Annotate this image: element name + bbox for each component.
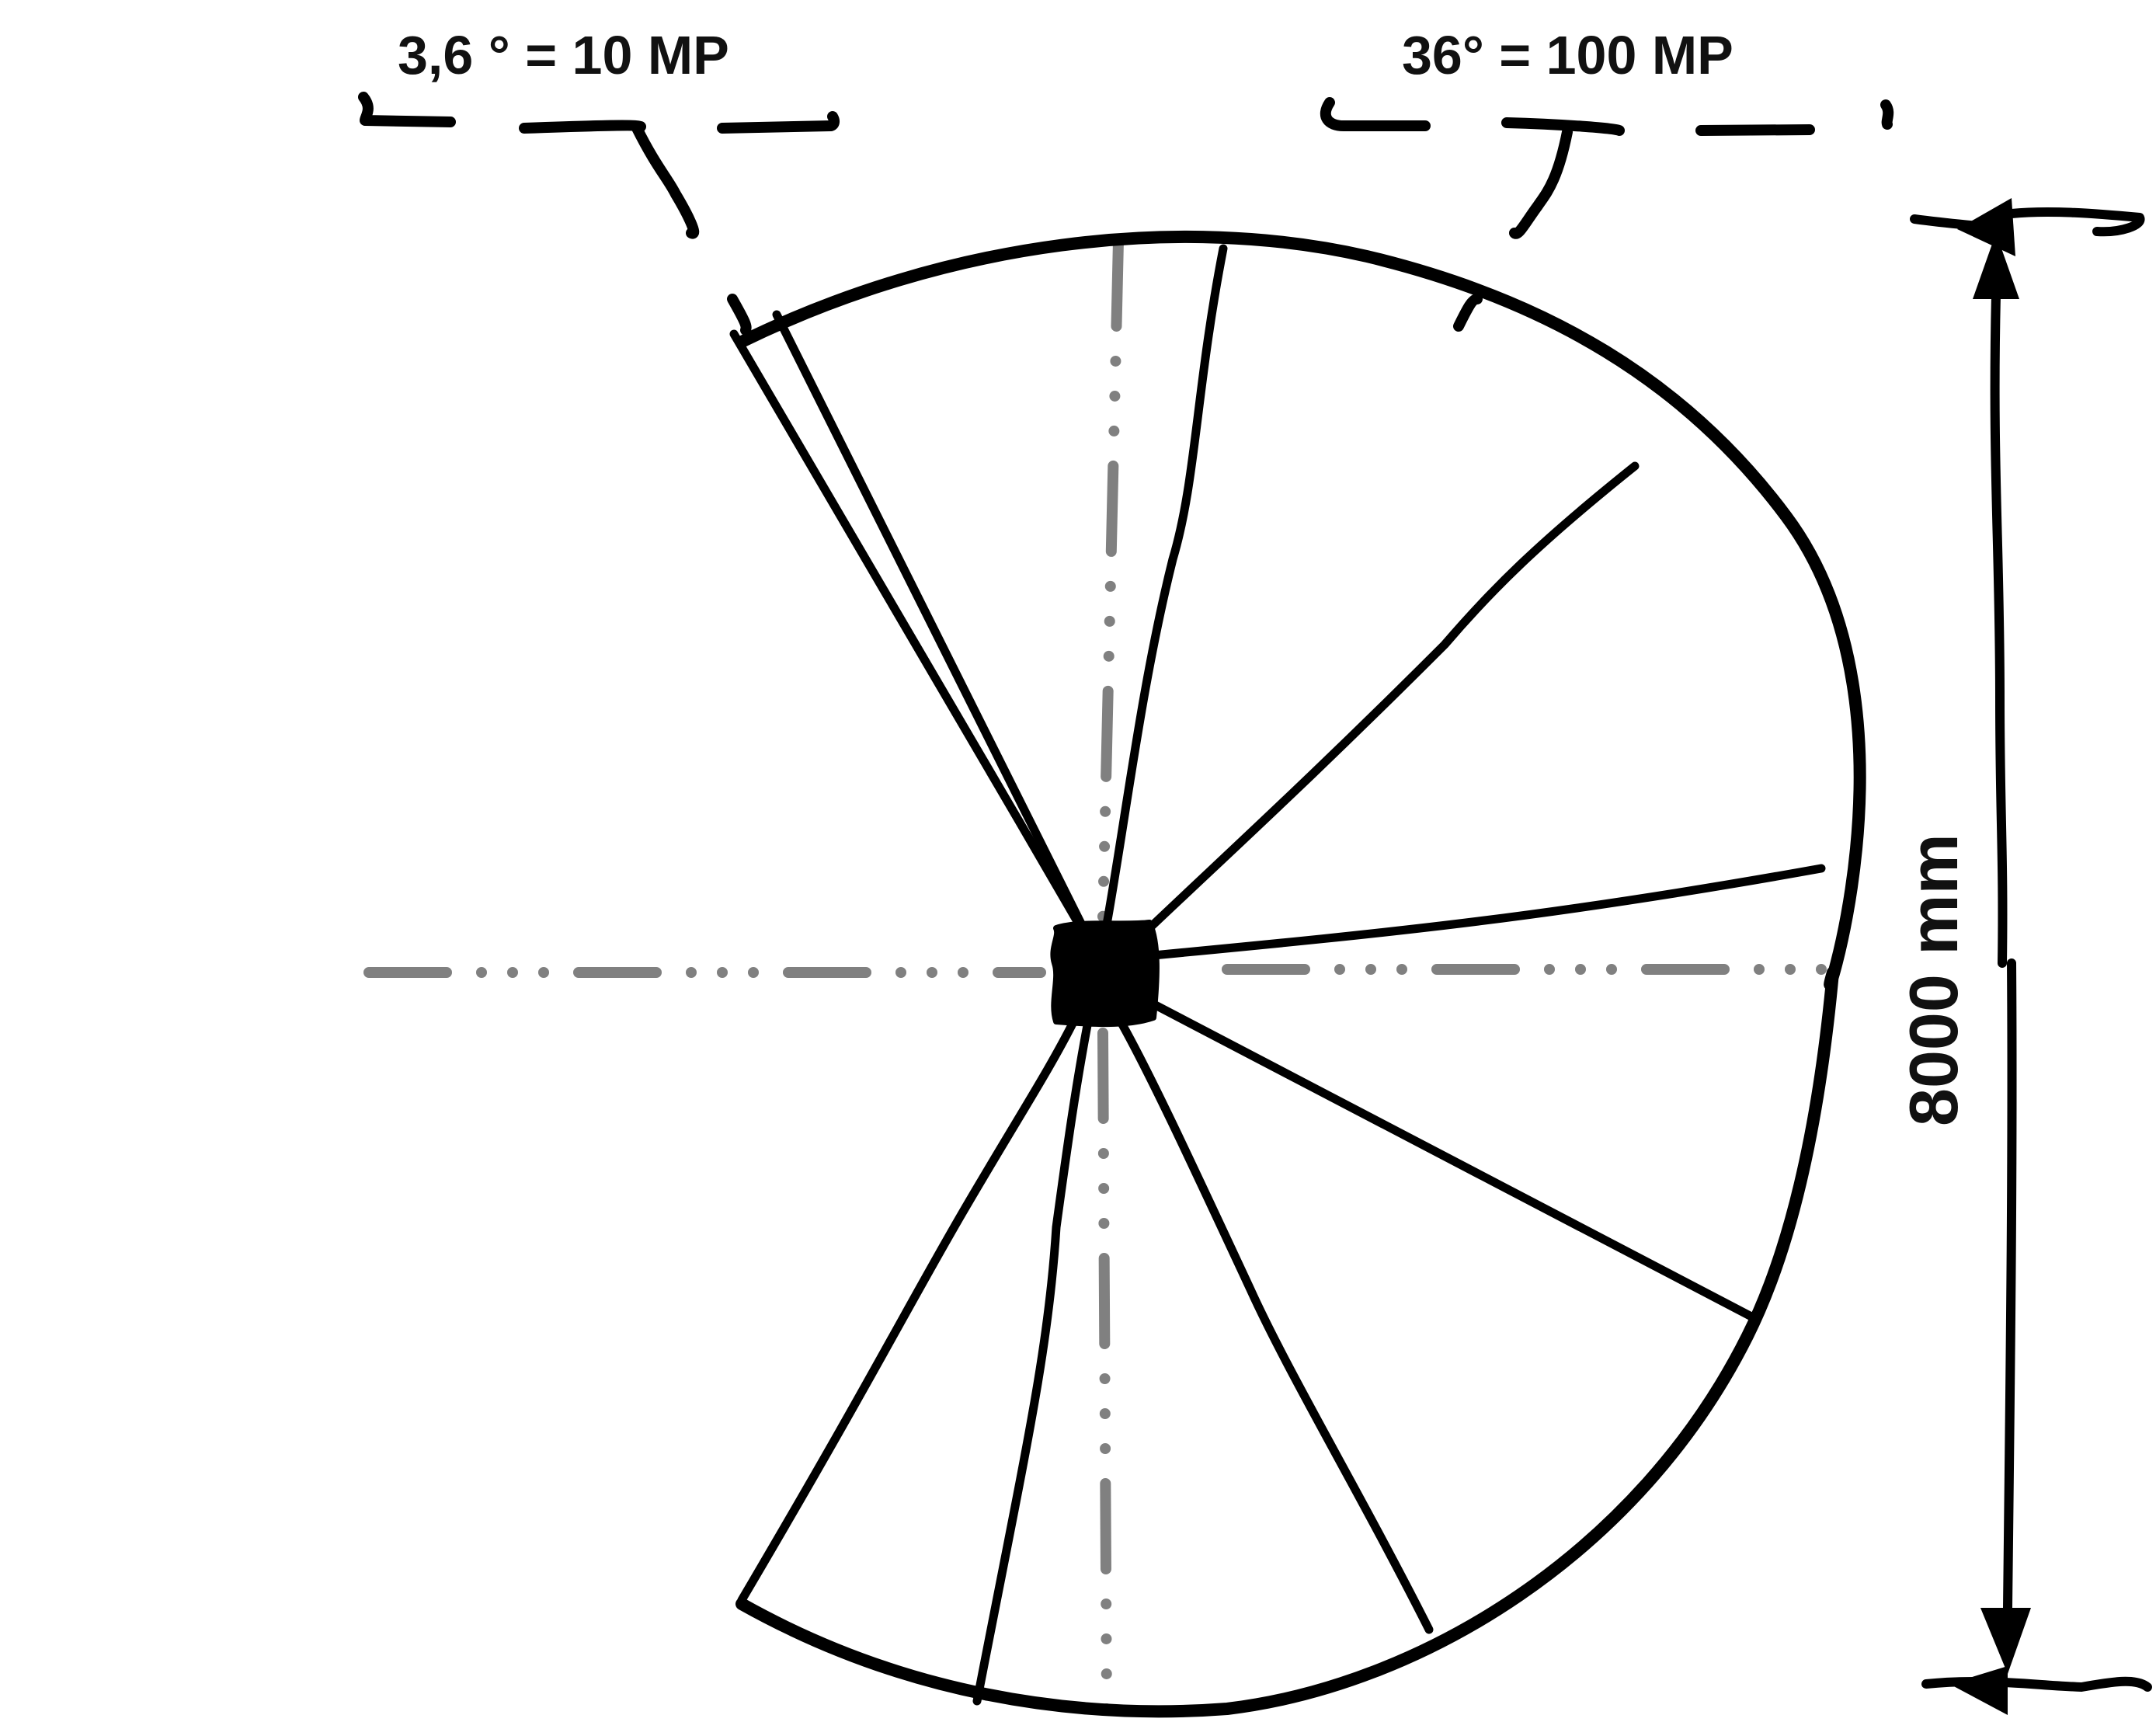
tread-line-1 [729,329,1088,937]
outer-arc [735,230,1866,1718]
large-bracket-tip [1509,127,1573,239]
dimension-arrow-top [1973,233,2019,299]
extension-tick-bottom [1949,1666,2008,1715]
tread-line-5 [1149,864,1826,960]
tread-line-2 [772,310,1088,933]
center-axes [363,235,1838,1714]
tread-lines [729,244,1826,1706]
small-bracket-line [358,92,840,134]
large-bracket-line [1320,97,1894,136]
large-angle-label: 36° = 100 MP [1402,25,1733,85]
tread-line-9 [737,1013,1080,1605]
small-bracket-arc-marker [727,294,752,336]
horizontal-center-axis [363,964,1838,978]
small-angle-label: 3,6 ° = 10 MP [398,25,729,85]
height-dimension [1910,198,2152,1715]
tread-line-7 [1114,1013,1434,1634]
extension-tick-top [1957,198,2015,256]
small-bracket-tip [631,123,700,239]
tread-line-3 [1102,244,1228,929]
tread-line-6 [1145,997,1756,1321]
height-label: 8000 mm [1895,833,1972,1126]
extension-line-top [1910,207,2145,237]
tread-line-4 [1145,461,1640,933]
dimension-arrow-bottom [1980,1608,2031,1674]
small-angle-bracket [358,92,840,336]
central-column [1050,920,1160,1028]
large-bracket-arc-marker [1453,294,1483,332]
dimension-line [1990,290,2017,1612]
large-angle-bracket [1320,97,1894,332]
tread-line-8 [972,1021,1092,1706]
